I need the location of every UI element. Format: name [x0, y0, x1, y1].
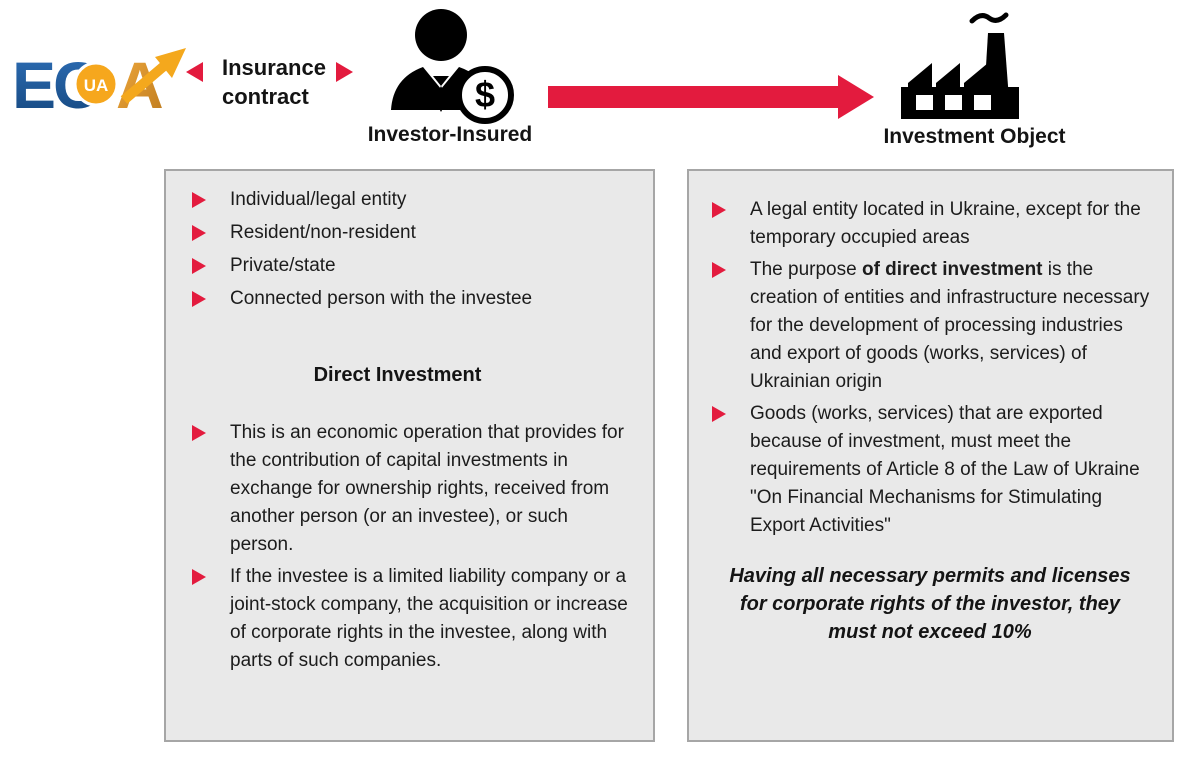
logo-badge-ua: UA	[84, 76, 109, 95]
list-item-text: Resident/non-resident	[230, 222, 416, 243]
list-item-text: Private/state	[230, 255, 336, 276]
bullet-triangle-icon	[192, 225, 206, 241]
investment-object-label: Investment Object	[883, 125, 1066, 148]
investor-insured-label: Investor-Insured	[367, 123, 533, 146]
investment-object-panel: A legal entity located in Ukraine, excep…	[687, 169, 1174, 742]
svg-text:$: $	[475, 74, 495, 115]
investor-details-panel: Individual/legal entity Resident/non-res…	[164, 169, 655, 742]
purpose-text-bold: of direct investment	[861, 259, 1043, 280]
factory-icon	[901, 12, 1019, 119]
bullet-triangle-icon	[712, 262, 726, 278]
bullet-triangle-icon	[192, 569, 206, 585]
bullet-triangle-icon	[192, 425, 206, 441]
list-item: Private/state	[190, 252, 635, 279]
bullet-triangle-icon	[192, 258, 206, 274]
list-item: Individual/legal entity	[190, 186, 635, 213]
list-item: Resident/non-resident	[190, 219, 635, 246]
bullet-triangle-icon	[712, 202, 726, 218]
list-item: The purpose of direct investment is the …	[710, 256, 1156, 396]
list-item-text: This is an economic operation that provi…	[230, 422, 624, 555]
list-item-text: The purpose of direct investment is the …	[750, 256, 1156, 396]
list-item: A legal entity located in Ukraine, excep…	[710, 196, 1156, 252]
arrow-right-icon	[336, 62, 353, 82]
bullet-triangle-icon	[192, 192, 206, 208]
insurance-contract-line1: Insurance	[222, 55, 326, 80]
list-item-text: A legal entity located in Ukraine, excep…	[750, 199, 1141, 248]
list-item: Connected person with the investee	[190, 285, 635, 312]
direct-investment-heading: Direct Investment	[313, 364, 482, 386]
logo-growth-arrow-icon	[120, 48, 186, 104]
dollar-coin-icon: $	[456, 66, 514, 124]
investor-businessman-icon: $	[391, 9, 514, 124]
list-item: This is an economic operation that provi…	[190, 419, 635, 559]
list-item-text: Connected person with the investee	[230, 288, 533, 309]
logo-ua-badge-circle	[73, 61, 119, 107]
list-item-text: Goods (works, services) that are exporte…	[750, 403, 1140, 536]
eca-ua-logo: EC UA A	[12, 48, 186, 122]
purpose-text-pre: The purpose	[750, 259, 862, 280]
list-item: Goods (works, services) that are exporte…	[710, 400, 1156, 540]
permits-note: Having all necessary permits and license…	[729, 565, 1131, 643]
purpose-text-post: is the creation of entities and infrastr…	[750, 259, 1150, 392]
list-item-text: If the investee is a limited liability c…	[230, 566, 628, 671]
flow-arrow-shaft	[548, 86, 840, 108]
bullet-triangle-icon	[192, 291, 206, 307]
insurance-contract-line2: contract	[222, 84, 309, 109]
insurance-contract-label: Insurance contract	[222, 53, 342, 111]
bullet-triangle-icon	[712, 406, 726, 422]
list-item: If the investee is a limited liability c…	[190, 563, 635, 675]
flow-arrow-head-icon	[838, 75, 874, 119]
list-item-text: Individual/legal entity	[230, 189, 407, 210]
arrow-left-icon	[186, 62, 203, 82]
